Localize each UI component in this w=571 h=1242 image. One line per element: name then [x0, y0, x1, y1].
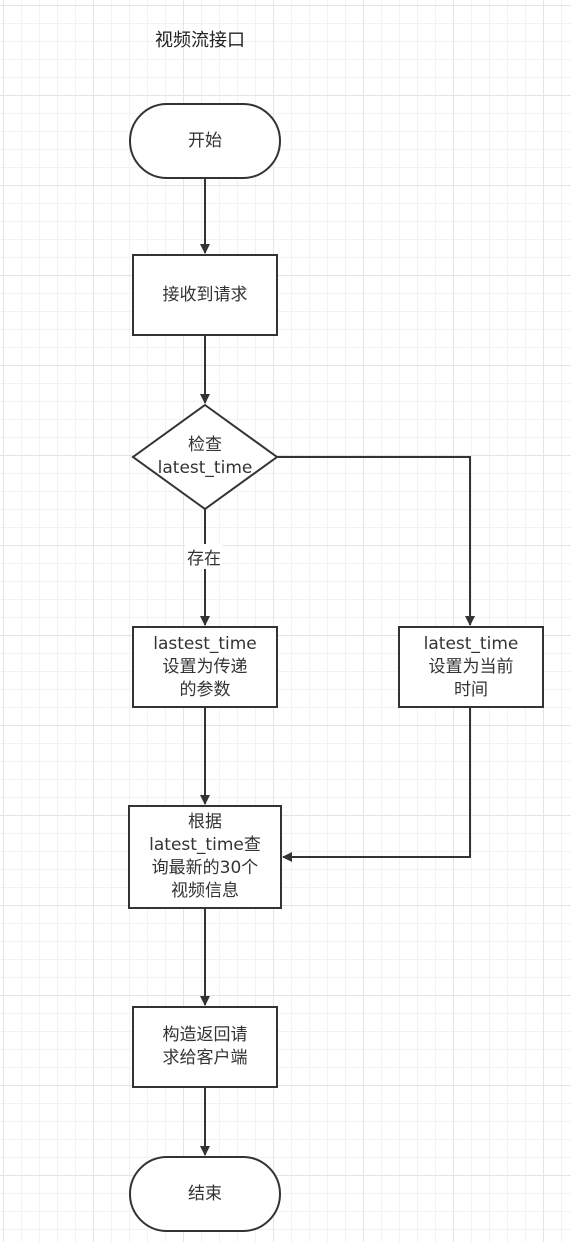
- query-line-3: 询最新的30个: [151, 858, 259, 878]
- set-now-process-shape: [398, 626, 544, 708]
- set-param-node: lastest_time 设置为传递 的参数: [133, 627, 277, 707]
- end-node-label: 结束: [188, 1183, 222, 1204]
- check-label-line-2: latest_time: [157, 458, 253, 478]
- receive-request-node: 接收到请求: [133, 255, 277, 335]
- set-now-line-2: 设置为当前: [428, 656, 514, 677]
- set-param-line-3: 的参数: [179, 679, 231, 700]
- set-now-line-3: 时间: [454, 679, 488, 700]
- check-label-line-1: 检查: [188, 435, 222, 455]
- set-param-line-1: lastest_time: [153, 633, 257, 654]
- start-node: 开始: [130, 104, 280, 178]
- check-latest-time-decision: 检查 latest_time: [133, 405, 277, 509]
- query-line-2: latest_time查: [149, 835, 261, 855]
- build-line-1: 构造返回请: [162, 1025, 248, 1045]
- end-terminator-shape: [129, 1156, 281, 1232]
- receive-request-label: 接收到请求: [162, 284, 248, 305]
- end-node: 结束: [130, 1157, 280, 1231]
- set-param-process-shape: [132, 626, 278, 708]
- set-now-node: latest_time 设置为当前 时间: [399, 627, 543, 707]
- diagram-title: 视频流接口: [155, 30, 245, 51]
- build-response-node: 构造返回请 求给客户端: [133, 1007, 277, 1087]
- build-line-2: 求给客户端: [162, 1048, 248, 1068]
- build-process-shape: [132, 1006, 278, 1088]
- edge-check-to-set-now: [277, 456, 475, 626]
- edge-set-now-to-query: [282, 707, 471, 862]
- set-now-line-1: latest_time: [423, 633, 519, 654]
- query-videos-node: 根据 latest_time查 询最新的30个 视频信息: [129, 806, 281, 908]
- query-line-4: 视频信息: [171, 881, 239, 901]
- set-param-line-2: 设置为传递: [162, 656, 248, 677]
- query-line-1: 根据: [188, 812, 222, 832]
- exists-edge-label: 存在: [185, 544, 223, 569]
- receive-process-shape: [132, 254, 278, 336]
- start-node-label: 开始: [188, 130, 222, 151]
